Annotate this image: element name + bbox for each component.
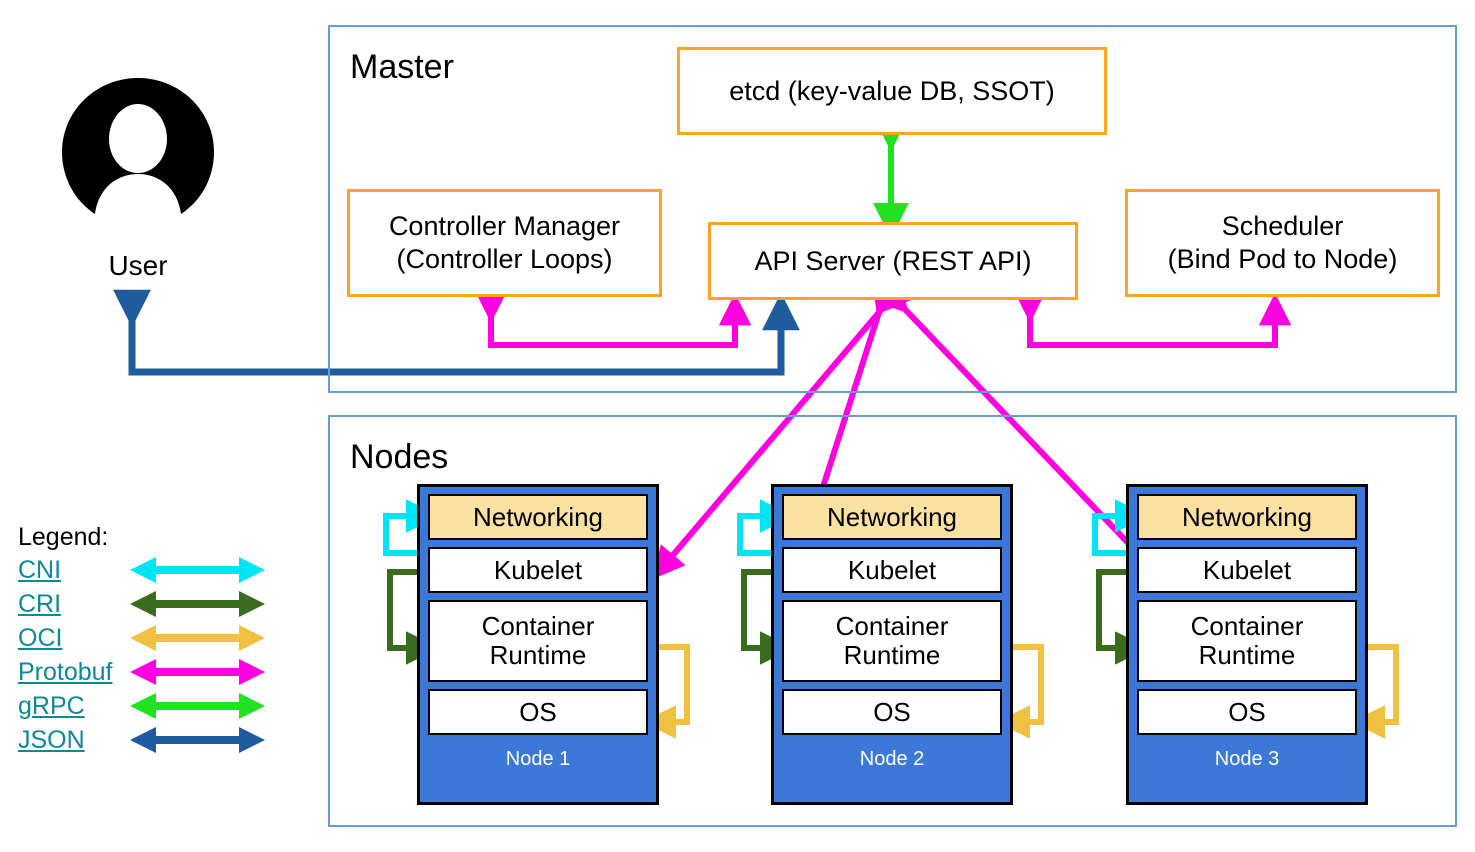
node2-container-runtime-label-line1: Container [835,611,949,642]
node1-container-runtime-label-line2: Runtime [489,640,587,670]
node2-kubelet-label: Kubelet [847,554,937,585]
legend-label-grpc[interactable]: gRPC [18,692,85,720]
node3-container-runtime-label-line1: Container [1190,611,1304,642]
node2-os-layer[interactable]: OS [782,689,1002,735]
legend-arrow-oci [130,625,265,664]
node1-container-runtime-label-line1: Container [481,611,595,642]
node3-networking-layer[interactable]: Networking [1137,494,1357,540]
node1-os-layer[interactable]: OS [428,689,648,735]
node3-networking-label: Networking [1181,501,1313,532]
legend-row-grpc[interactable]: gRPC [18,689,278,723]
legend: Legend: CNI CRI OCI [18,523,278,757]
node3-kubelet-label: Kubelet [1202,554,1292,585]
legend-row-oci[interactable]: OCI [18,621,278,655]
user-avatar-icon [62,78,214,223]
node3-os-layer[interactable]: OS [1137,689,1357,735]
node1-container-runtime-layer[interactable]: Container Runtime [428,600,648,682]
master-group [328,25,1457,393]
legend-arrow-cni [130,557,265,596]
node3-container-runtime-label-line2: Runtime [1198,640,1296,670]
legend-row-cri[interactable]: CRI [18,587,278,621]
node2-name: Node 2 [859,748,925,770]
node3-name: Node 3 [1214,748,1280,770]
legend-heading: Legend: [18,523,109,551]
legend-arrow-json [130,727,265,766]
nodes-group-title: Nodes [350,438,449,476]
node3-container-runtime-layer[interactable]: Container Runtime [1137,600,1357,682]
legend-label-json[interactable]: JSON [18,726,85,754]
node-card-2[interactable]: Networking Kubelet Container Runtime OS … [771,484,1013,805]
legend-arrow-grpc [130,693,265,732]
node1-networking-layer[interactable]: Networking [428,494,648,540]
etcd-label: etcd (key-value DB, SSOT) [729,75,1055,106]
node2-container-runtime-layer[interactable]: Container Runtime [782,600,1002,682]
node1-kubelet-layer[interactable]: Kubelet [428,547,648,593]
scheduler-label-line2: (Bind Pod to Node) [1167,244,1398,274]
legend-row-json[interactable]: JSON [18,723,278,757]
node1-os-label: OS [519,696,557,727]
legend-arrow-cri [130,591,265,630]
node2-os-label: OS [873,696,911,727]
node2-networking-layer[interactable]: Networking [782,494,1002,540]
legend-label-protobuf[interactable]: Protobuf [18,658,113,686]
node3-kubelet-layer[interactable]: Kubelet [1137,547,1357,593]
node1-kubelet-label: Kubelet [493,554,583,585]
legend-row-protobuf[interactable]: Protobuf [18,655,278,689]
legend-row-cni[interactable]: CNI [18,553,278,587]
api-server-box[interactable]: API Server (REST API) [708,222,1078,300]
node1-name: Node 1 [505,748,571,770]
api-server-label: API Server (REST API) [754,245,1032,276]
controller-manager-label-line1: Controller Manager [388,211,621,242]
master-group-title: Master [350,48,454,86]
user-label: User [108,250,168,281]
scheduler-label-line1: Scheduler [1221,211,1344,242]
node3-os-label: OS [1228,696,1266,727]
legend-label-cni[interactable]: CNI [18,556,62,584]
nodes-group [328,415,1457,827]
etcd-box[interactable]: etcd (key-value DB, SSOT) [677,47,1107,135]
legend-label-cri[interactable]: CRI [18,590,62,618]
controller-manager-box[interactable]: Controller Manager (Controller Loops) [347,189,662,297]
legend-label-oci[interactable]: OCI [18,624,63,652]
node2-kubelet-layer[interactable]: Kubelet [782,547,1002,593]
node-card-3[interactable]: Networking Kubelet Container Runtime OS … [1126,484,1368,805]
node2-container-runtime-label-line2: Runtime [843,640,941,670]
node2-networking-label: Networking [826,501,958,532]
controller-manager-label-line2: (Controller Loops) [396,244,613,274]
node1-networking-label: Networking [472,501,604,532]
legend-arrow-protobuf [130,659,265,698]
scheduler-box[interactable]: Scheduler (Bind Pod to Node) [1125,189,1440,297]
node-card-1[interactable]: Networking Kubelet Container Runtime OS … [417,484,659,805]
